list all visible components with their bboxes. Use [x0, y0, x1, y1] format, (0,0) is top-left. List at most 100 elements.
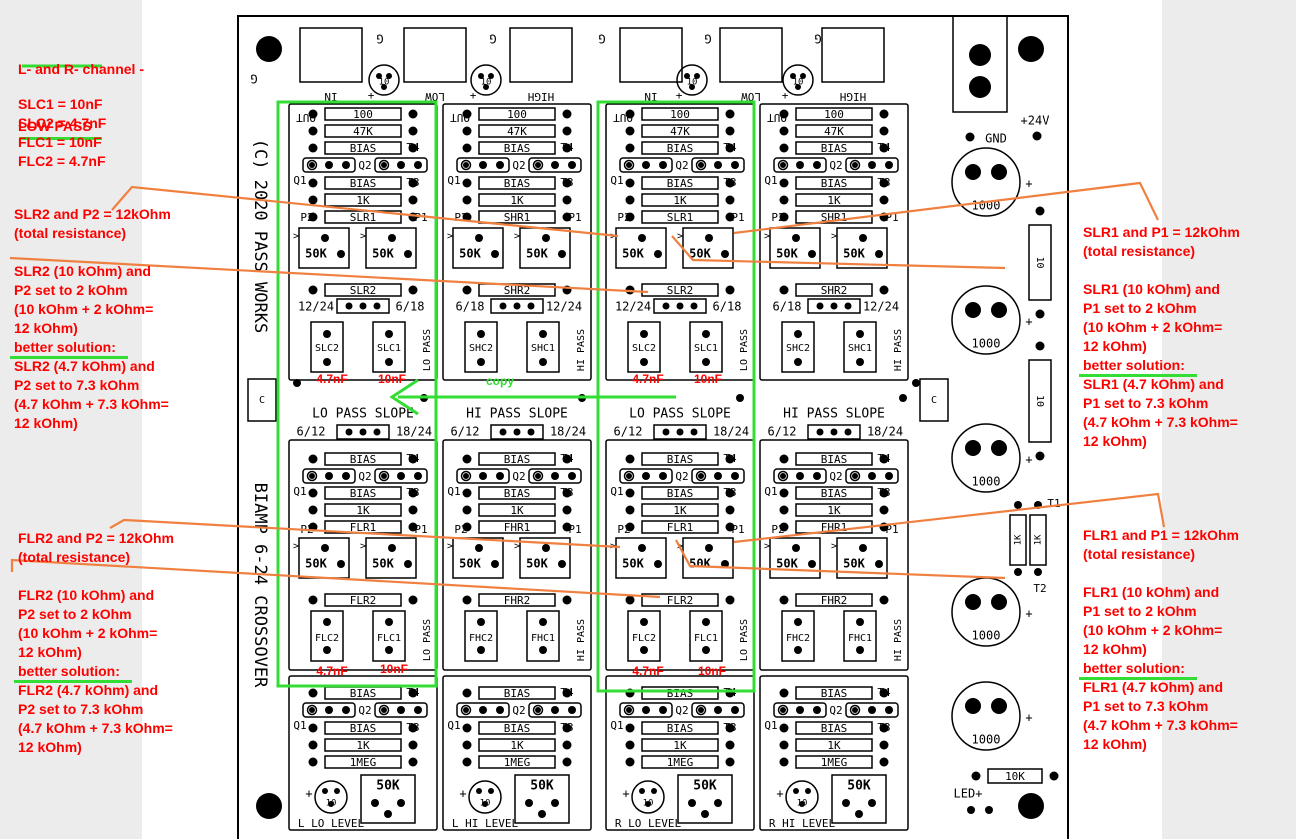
- pin: [309, 473, 315, 479]
- cap-c2-label: SHC1: [848, 343, 872, 354]
- pin: [689, 84, 695, 90]
- resistor-flr2-body: [478, 593, 556, 607]
- level-label: L LO LEVEL: [298, 817, 365, 830]
- flr2-detail-line: 12 kOhm): [18, 644, 82, 660]
- cap-c1: [627, 321, 661, 373]
- q2-label: Q2: [358, 159, 371, 172]
- t3-label: T3: [723, 486, 736, 499]
- jumper-outline: [490, 298, 544, 314]
- cap-value-flc1: 10nF: [380, 662, 408, 676]
- flr2-detail-line: (4.7 kOhm + 7.3 kOhm=: [18, 720, 173, 736]
- level-trim-label: 10: [480, 799, 491, 809]
- flr1-detail-line: FLR1 (10 kOhm) and: [1083, 584, 1220, 600]
- pass-label: HI PASS: [893, 329, 904, 371]
- cap-c1-label: SLC2: [632, 343, 656, 354]
- resistor-100-label: 100: [353, 108, 373, 121]
- resistor-pad: [462, 740, 472, 750]
- input-trim-label: 10: [481, 78, 492, 88]
- slr2-detail-line: (10 kOhm + 2 kOhm=: [14, 301, 154, 317]
- resistor-bias-body: [641, 486, 719, 500]
- resistor-pad: [779, 195, 789, 205]
- resistor-slr1-label: SLR1: [350, 211, 377, 224]
- pin: [309, 162, 315, 168]
- resistor-bias-label: BIAS: [667, 487, 694, 500]
- resistor-pad: [408, 595, 418, 605]
- level-trim-plus: +: [459, 787, 466, 801]
- resistor-1meg-label: 1MEG: [350, 756, 377, 769]
- resistor-pad: [462, 688, 472, 698]
- resistor-pad: [308, 212, 318, 222]
- cap-plus: +: [1025, 177, 1032, 191]
- slope-jumper: [653, 424, 707, 440]
- better-solution-label: better solution:: [1083, 357, 1185, 373]
- pin: [780, 473, 786, 479]
- pin: [539, 358, 547, 366]
- pot-arrow: >: [831, 231, 837, 242]
- pot-arrow: >: [514, 541, 520, 552]
- pad: [1032, 131, 1042, 141]
- cap-plus: +: [1025, 453, 1032, 467]
- resistor-pad: [725, 285, 735, 295]
- transistor-q2-outline: [374, 468, 428, 484]
- pin: [568, 472, 576, 480]
- cap-c1: [464, 321, 498, 373]
- leader-flr2-detail: [10, 558, 661, 599]
- pin: [378, 470, 390, 482]
- pin: [496, 161, 504, 169]
- resistor-pad: [562, 522, 572, 532]
- pin: [852, 707, 858, 713]
- resistor-pad: [779, 757, 789, 767]
- resistor-pad: [308, 688, 318, 698]
- pad: [1035, 206, 1045, 216]
- resistor-1k-label: 1K: [673, 504, 687, 517]
- resistor-1k-body: [641, 503, 719, 517]
- pot-p1-label: 50K: [372, 247, 394, 261]
- pot-pin: [321, 234, 329, 242]
- pin: [496, 472, 504, 480]
- resistor-pad: [462, 143, 472, 153]
- resistor-47k-body: [324, 124, 402, 138]
- pot-pin: [558, 250, 566, 258]
- level-pot: [831, 774, 887, 824]
- pin: [325, 161, 333, 169]
- resistor-slr1-label: SHR1: [504, 211, 531, 224]
- q1-label: Q1: [293, 485, 306, 498]
- pot-pin: [404, 560, 412, 568]
- pot-p2-body: [452, 227, 504, 269]
- pin: [463, 473, 469, 479]
- pot-pin: [638, 234, 646, 242]
- leader-slr1-p1: [671, 235, 1006, 270]
- jumper-right-label: 12/24: [863, 300, 899, 314]
- pin: [460, 470, 472, 482]
- pad: [912, 379, 920, 387]
- pad: [985, 806, 993, 814]
- resistor-1k-body: [641, 738, 719, 752]
- pot-p1-body: [836, 537, 888, 579]
- cap-c1-label: SLC2: [315, 343, 339, 354]
- input-trim-plus: +: [368, 89, 375, 102]
- pin: [381, 84, 387, 90]
- pin: [714, 706, 722, 714]
- resistor-pad: [725, 488, 735, 498]
- pass-label: LO PASS: [422, 619, 433, 661]
- resistor-pad: [725, 178, 735, 188]
- pin: [684, 73, 690, 79]
- resistor-1meg-body: [795, 755, 873, 769]
- pin: [659, 161, 667, 169]
- pin: [476, 788, 482, 794]
- pot-arrow: >: [293, 541, 299, 552]
- resistor-100-body: [641, 107, 719, 121]
- pin: [397, 799, 405, 807]
- pot-p1-label: 50K: [689, 247, 711, 261]
- electrolytic-cap-label: 1000: [972, 475, 1001, 489]
- input-trim-plus: +: [782, 89, 789, 102]
- cap-c2: [372, 610, 406, 662]
- electrolytic-cap-label: 1000: [972, 337, 1001, 351]
- resistor-bias-label: BIAS: [350, 487, 377, 500]
- channel-upper-frame: [442, 103, 592, 381]
- resistor-pad: [462, 109, 472, 119]
- flr2-detail-line: P2 set to 2 kOhm: [18, 606, 132, 622]
- pin: [532, 704, 544, 716]
- ground-label: G: [814, 32, 821, 46]
- resistor-bias-label: BIAS: [350, 177, 377, 190]
